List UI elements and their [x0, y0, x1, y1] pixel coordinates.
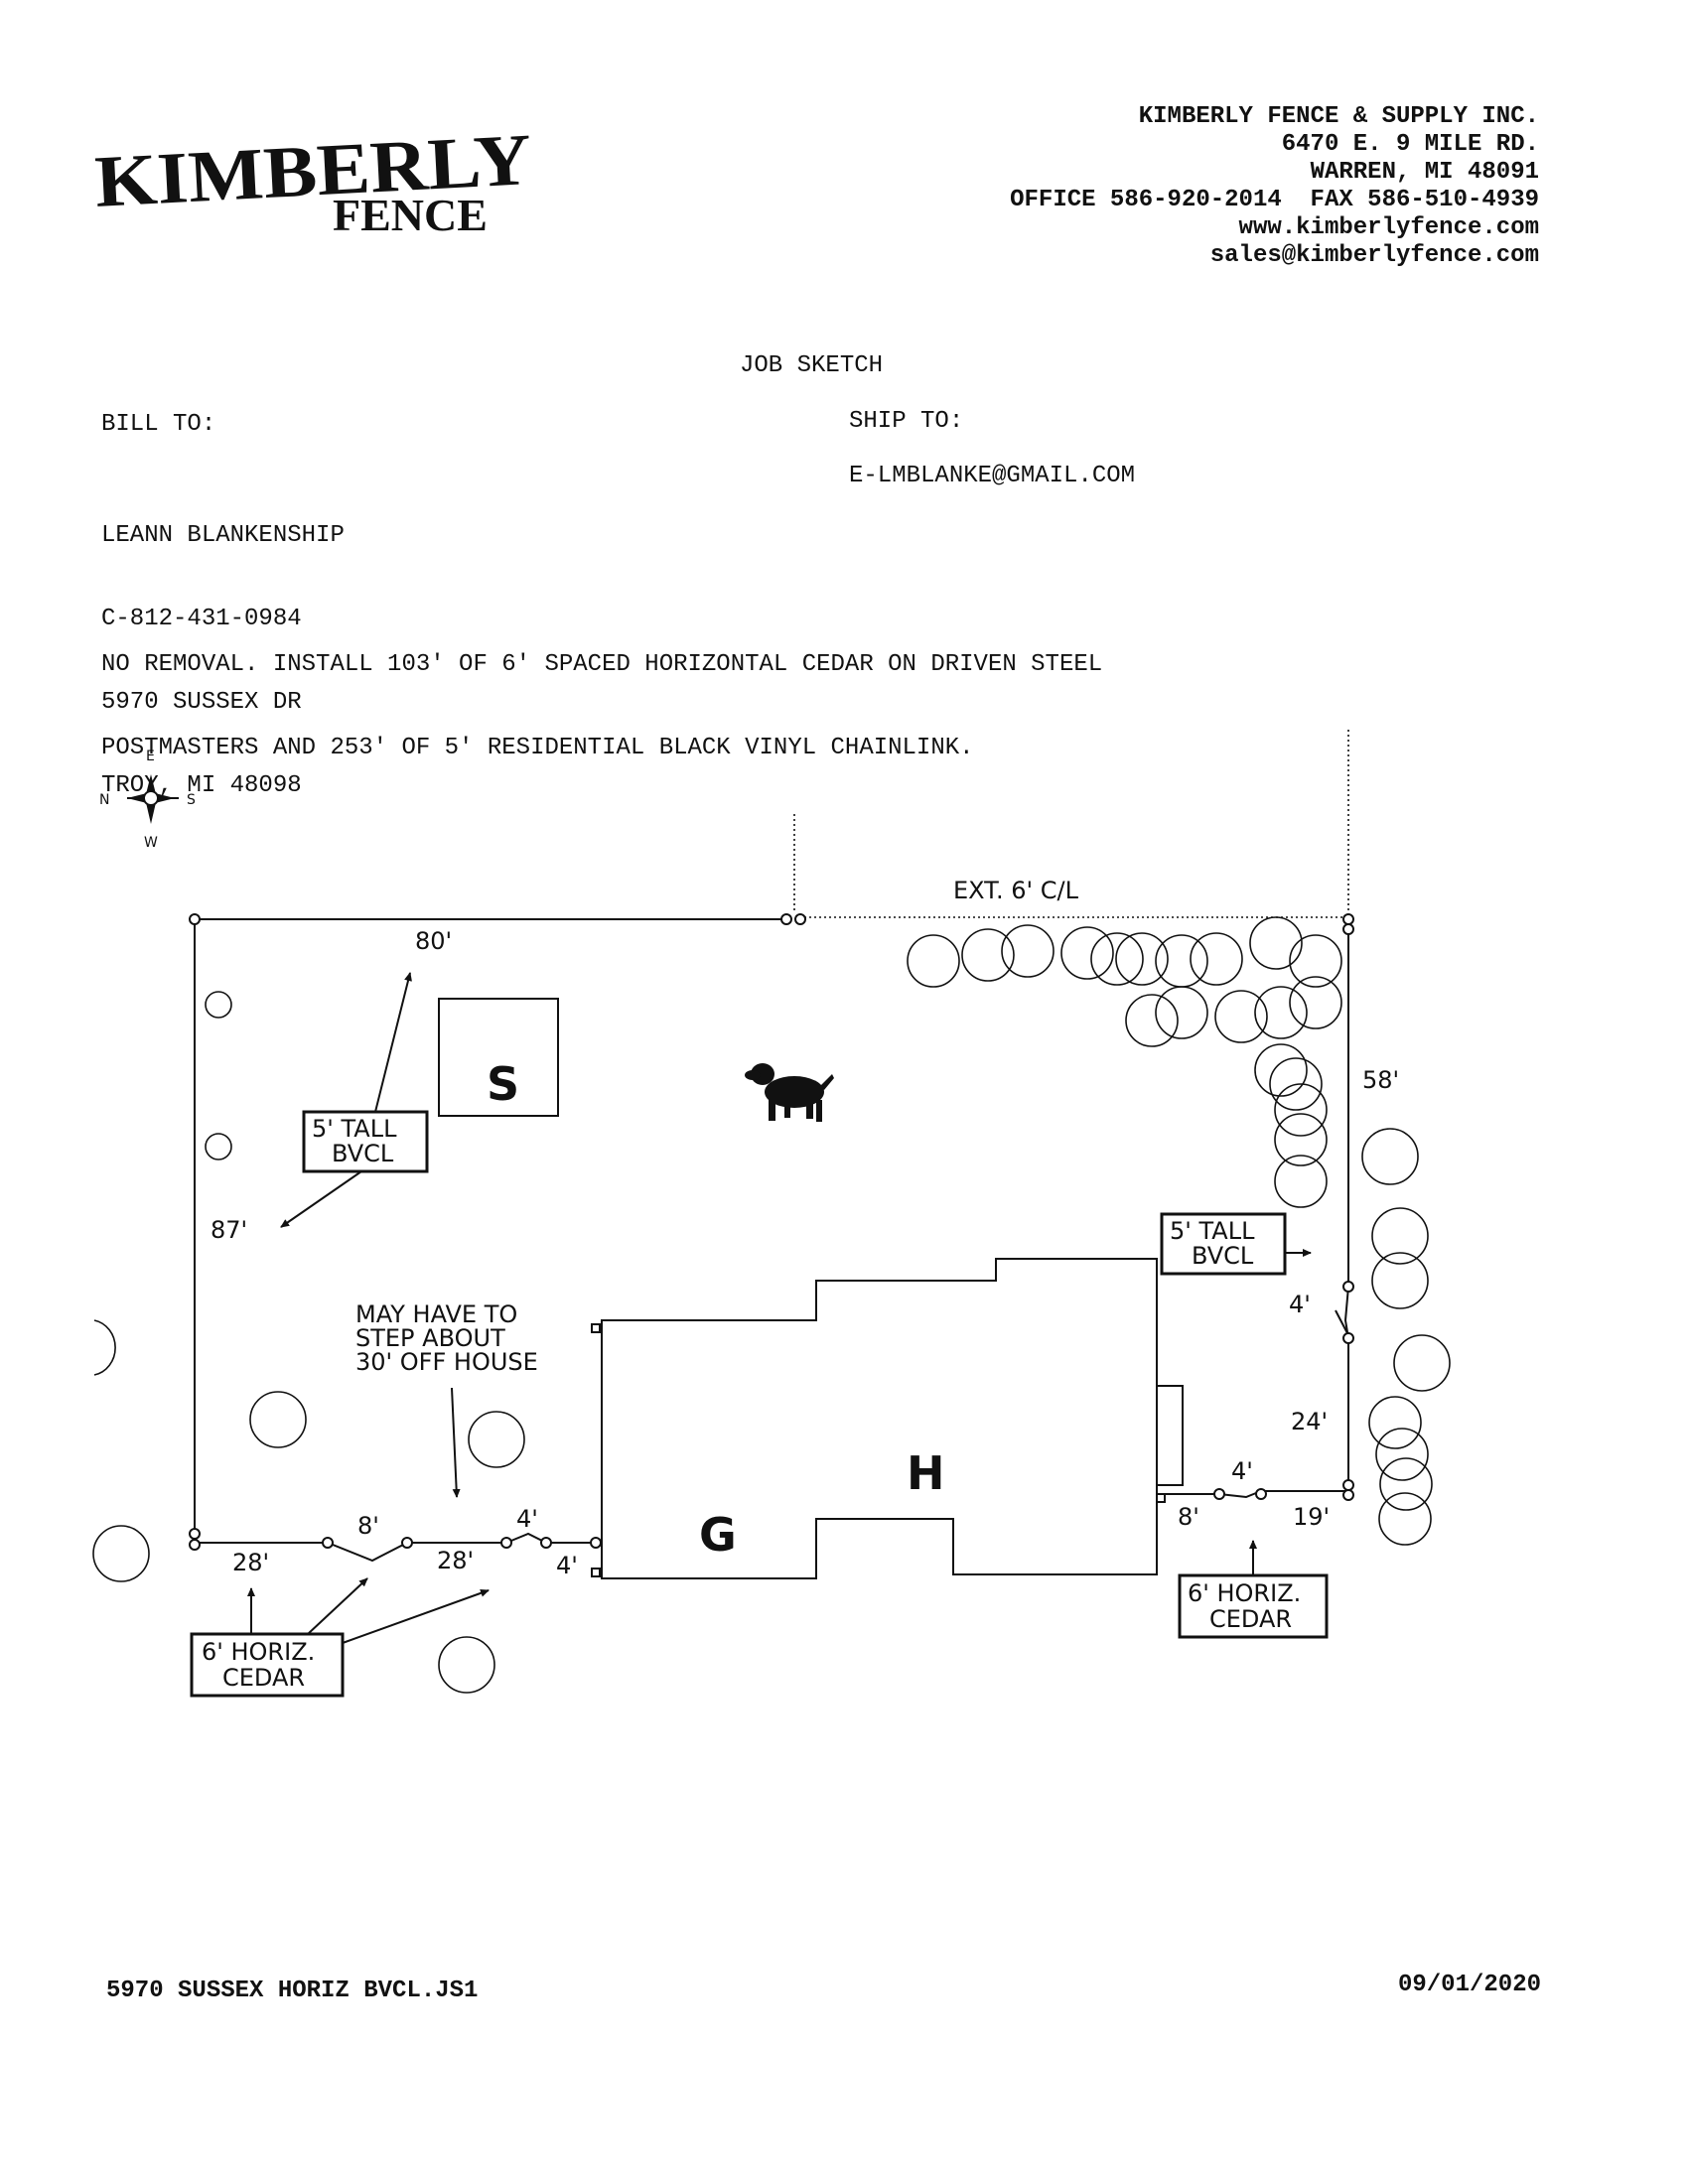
compass-e-label: E	[146, 749, 155, 764]
company-web[interactable]: www.kimberlyfence.com	[1238, 214, 1539, 241]
property-lines	[793, 730, 1349, 1281]
bill-to-block: LEANN BLANKENSHIP C-812-431-0984 5970 SU…	[101, 467, 345, 828]
cedar-right-line-2: CEDAR	[1209, 1605, 1292, 1633]
callout-arrows	[247, 972, 1312, 1644]
bvcl-right-box	[1160, 1212, 1287, 1276]
dim-4-house: 4'	[556, 1552, 578, 1579]
shed-label: S	[487, 1057, 519, 1111]
dim-4-gate-right: 4'	[1289, 1291, 1311, 1318]
ship-to-email: E-LMBLANKE@GMAIL.COM	[849, 463, 1136, 489]
bill-to-phone: C-812-431-0984	[101, 606, 302, 632]
house-label: H	[907, 1446, 945, 1500]
company-email[interactable]: sales@kimberlyfence.com	[1209, 242, 1539, 269]
logo-text-fence: FENCE	[333, 190, 488, 240]
job-description: NO REMOVAL. INSTALL 103' OF 6' SPACED HO…	[101, 596, 1102, 790]
bvcl-right-line-1: 5' TALL	[1170, 1217, 1255, 1245]
bill-to-label: BILL TO:	[101, 411, 216, 438]
company-header: KIMBERLY FENCE & SUPPLY INC. 6470 E. 9 M…	[1010, 103, 1539, 270]
dim-4-gate-bottom-right: 4'	[1231, 1457, 1253, 1485]
dim-28-left: 28'	[232, 1549, 269, 1576]
footer-date: 09/01/2020	[1397, 1972, 1541, 1998]
footer-filename: 5970 SUSSEX HORIZ BVCL.JS1	[106, 1978, 479, 2004]
dog-icon	[745, 1063, 834, 1122]
note-line-1: MAY HAVE TO	[355, 1300, 517, 1328]
company-city: WARREN, MI 48091	[1310, 159, 1539, 186]
bvcl-left-box	[302, 1110, 429, 1173]
job-description-line-1: NO REMOVAL. INSTALL 103' OF 6' SPACED HO…	[101, 651, 1103, 678]
shed-outline	[438, 998, 559, 1117]
bvcl-right-line-2: BVCL	[1192, 1242, 1254, 1270]
ext-chainlink-label: EXT. 6' C/L	[953, 877, 1079, 904]
bill-to-city: TROY, MI 48098	[101, 772, 302, 799]
note-line-2: STEP ABOUT	[355, 1324, 505, 1352]
tree-icons	[92, 916, 1451, 1694]
company-phones: OFFICE 586-920-2014 FAX 586-510-4939	[1010, 187, 1539, 213]
cedar-left-line-2: CEDAR	[222, 1664, 305, 1692]
dim-8-right: 8'	[1178, 1503, 1199, 1531]
note-line-3: 30' OFF HOUSE	[355, 1348, 538, 1376]
company-name: KIMBERLY FENCE & SUPPLY INC.	[1138, 103, 1539, 130]
doc-title: JOB SKETCH	[740, 352, 884, 379]
dim-80: 80'	[415, 927, 452, 955]
house-bumpout	[1156, 1385, 1184, 1486]
dim-24: 24'	[1291, 1408, 1328, 1435]
dim-19: 19'	[1293, 1503, 1330, 1531]
bvcl-left-line-1: 5' TALL	[312, 1115, 397, 1143]
cedar-right-line-1: 6' HORIZ.	[1188, 1579, 1301, 1607]
bill-to-street: 5970 SUSSEX DR	[101, 689, 302, 716]
dim-87: 87'	[211, 1216, 247, 1244]
kimberly-fence-logo: KIMBERLY FENCE	[94, 119, 533, 240]
bill-to-name: LEANN BLANKENSHIP	[101, 522, 345, 549]
compass-s-label: S	[187, 792, 196, 808]
company-street: 6470 E. 9 MILE RD.	[1281, 131, 1539, 158]
cedar-left-box	[190, 1632, 345, 1698]
fence-runs	[194, 917, 1349, 1563]
fence-posts	[189, 913, 1354, 1577]
dim-28-mid: 28'	[437, 1547, 474, 1574]
house-outline	[601, 1258, 1158, 1579]
dim-8-left: 8'	[357, 1512, 379, 1540]
garage-label: G	[699, 1508, 737, 1562]
compass-rose-icon	[127, 774, 179, 824]
compass-n-label: N	[99, 792, 109, 808]
bvcl-left-line-2: BVCL	[332, 1140, 394, 1167]
compass-w-label: W	[144, 835, 158, 851]
job-description-line-2: POSTMASTERS AND 253' OF 5' RESIDENTIAL B…	[101, 735, 974, 761]
dim-58: 58'	[1362, 1066, 1399, 1094]
ship-to-label: SHIP TO:	[849, 408, 964, 435]
job-sketch-drawing: E N S W	[92, 730, 1451, 1698]
dim-4-top-left-gate: 4'	[516, 1505, 538, 1533]
cedar-left-line-1: 6' HORIZ.	[202, 1638, 315, 1666]
